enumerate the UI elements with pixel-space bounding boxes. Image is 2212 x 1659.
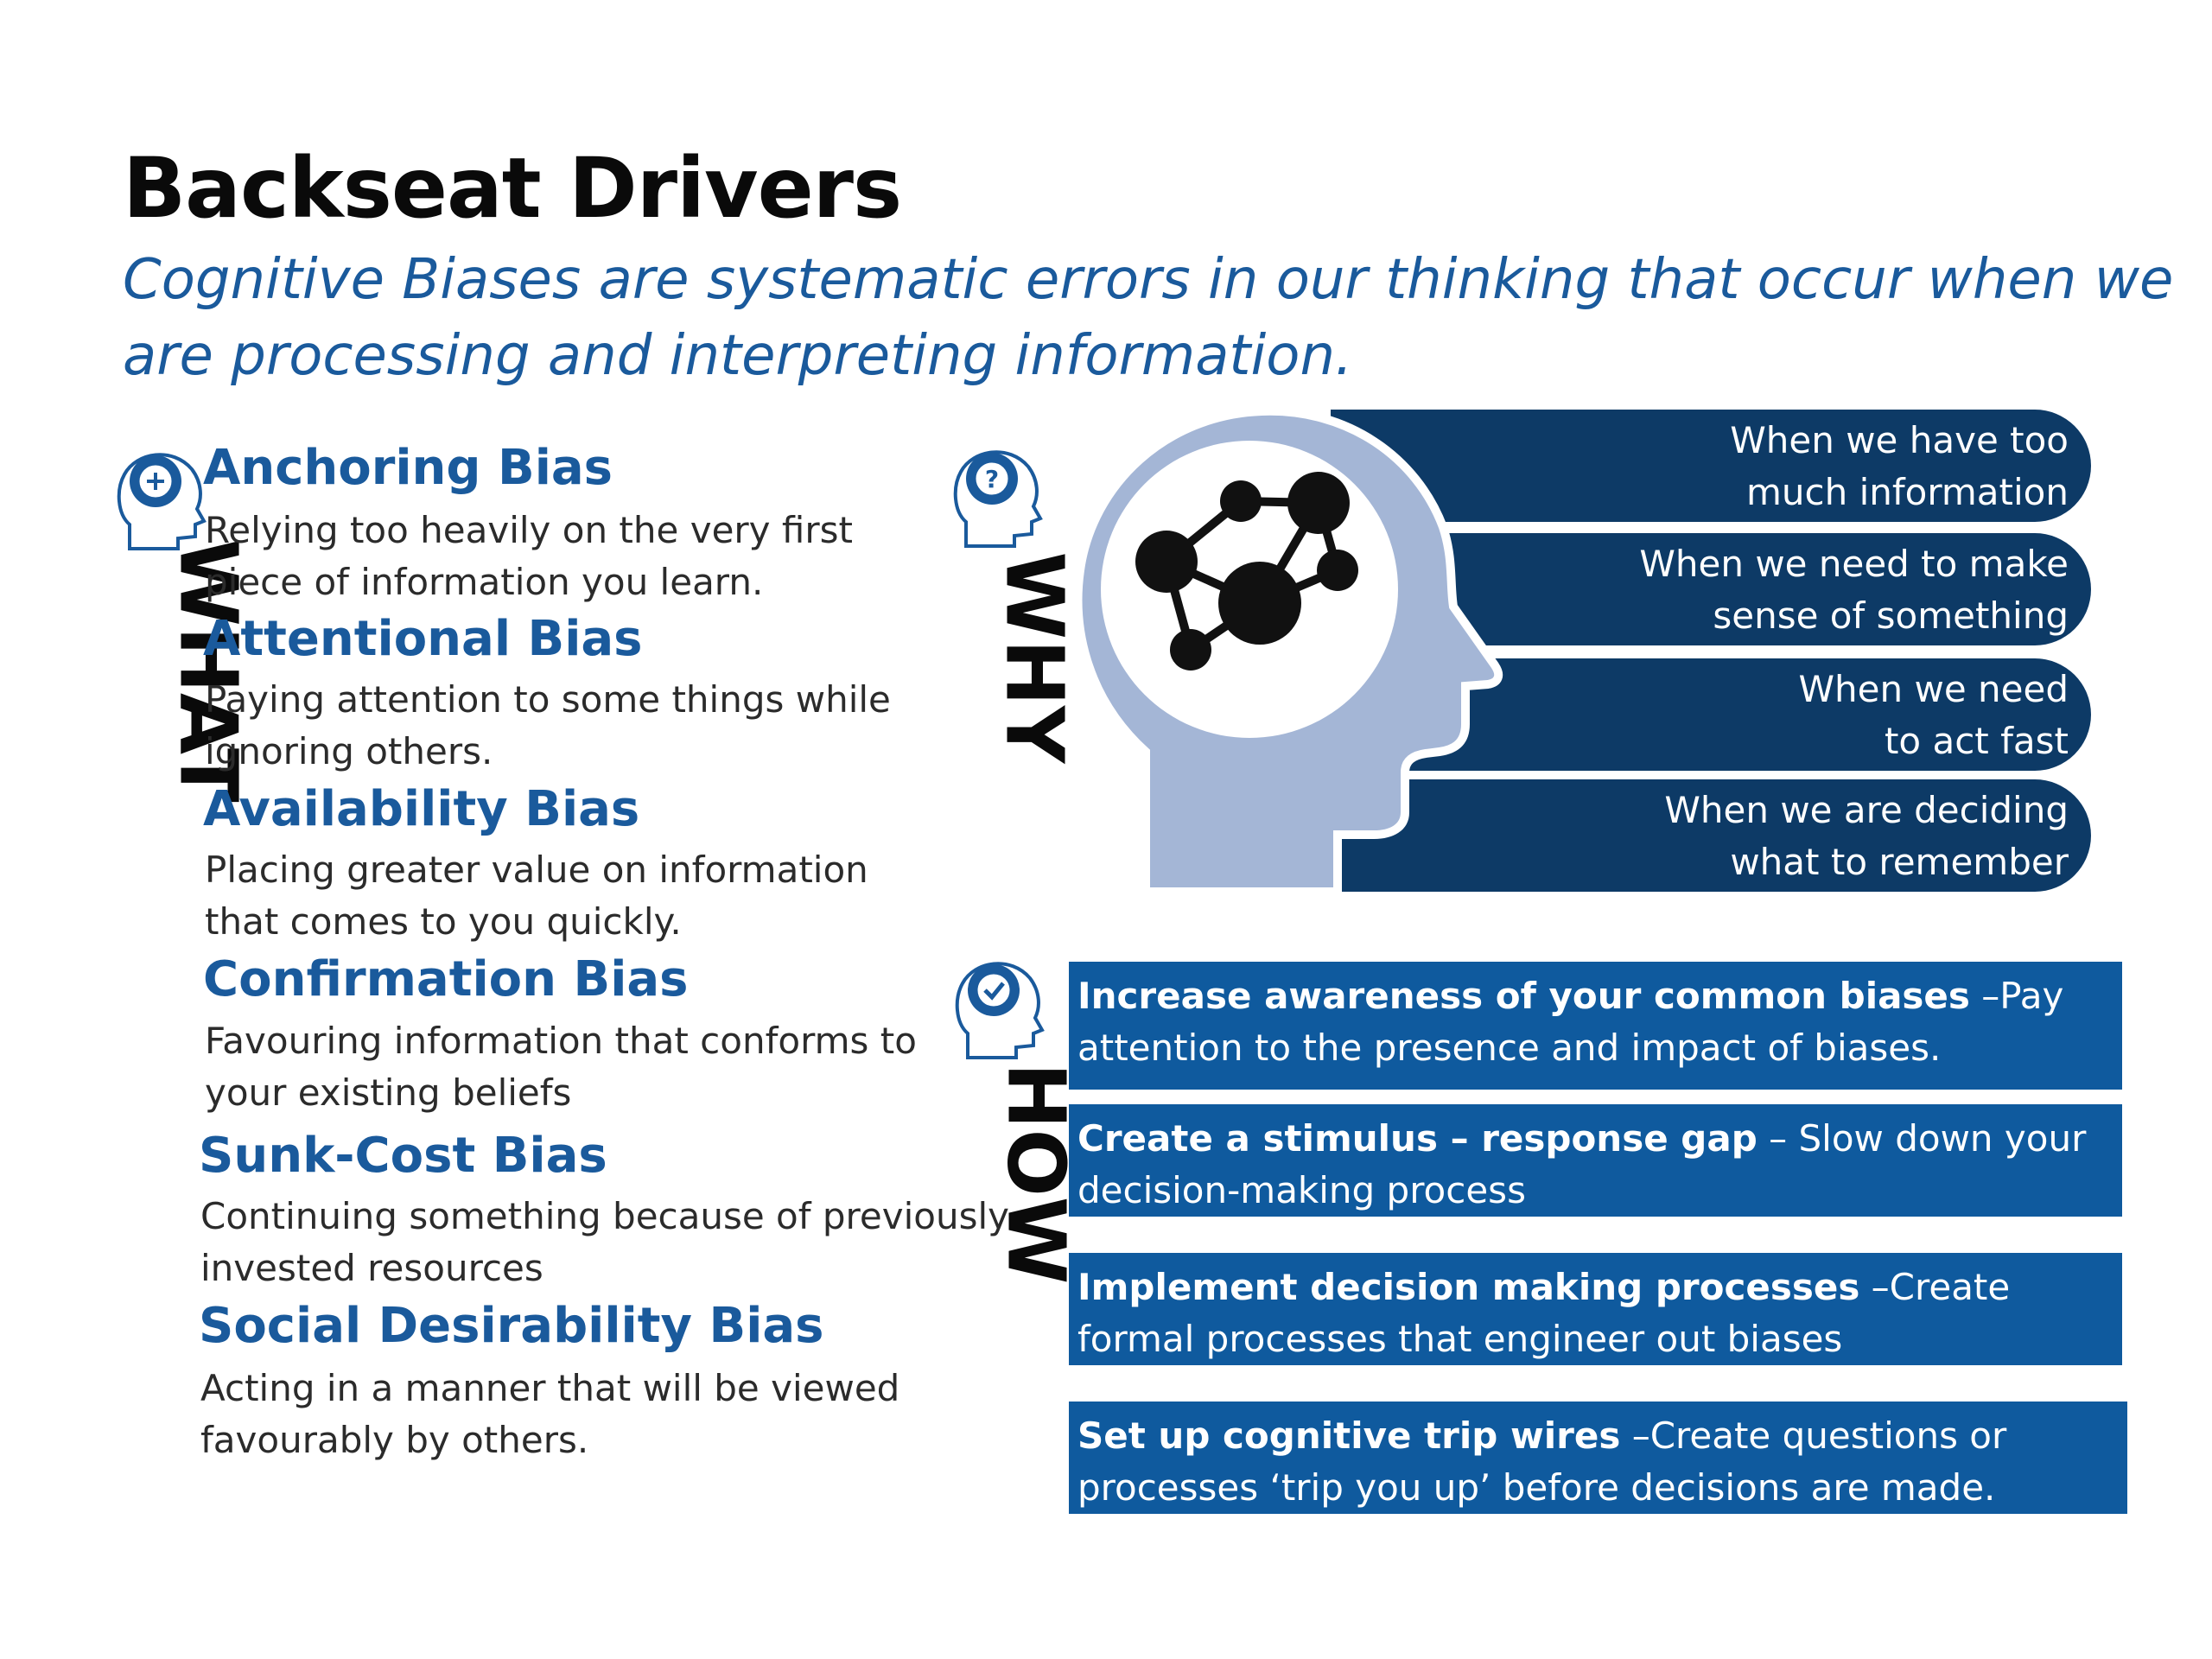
- bias-name-anchoring: Anchoring Bias: [203, 440, 613, 496]
- bias-desc-anchoring: Relying too heavily on the very first pi…: [205, 509, 853, 603]
- how-strategy-2: Create a stimulus – response gap – Slow …: [1069, 1104, 2122, 1217]
- why-reason-4: When we are deciding what to remember: [1331, 779, 2091, 892]
- how-label: HOW: [989, 1062, 1083, 1285]
- how-strategy-3-text: –Create formal processes that engineer o…: [1077, 1266, 2011, 1360]
- how-strategy-3: Implement decision making processes –Cre…: [1069, 1253, 2122, 1365]
- bias-desc-confirmation: Favouring information that conforms to y…: [205, 1020, 917, 1114]
- bias-name-social-desirability: Social Desirability Bias: [199, 1298, 824, 1354]
- bias-name-sunk-cost: Sunk-Cost Bias: [199, 1128, 607, 1184]
- bias-name-availability: Availability Bias: [203, 781, 640, 837]
- bias-desc-attentional: Paying attention to some things while ig…: [205, 678, 891, 772]
- page-subtitle: Cognitive Biases are systematic errors i…: [123, 248, 2174, 388]
- head-check-gear-icon: [955, 962, 1045, 1059]
- why-label: WHY: [988, 551, 1081, 764]
- bias-desc-social-desirability: Acting in a manner that will be viewed f…: [200, 1367, 900, 1461]
- how-strategy-4-title: Set up cognitive trip wires: [1077, 1414, 1621, 1457]
- head-silhouette: [1073, 406, 1503, 896]
- how-strategy-2-title: Create a stimulus – response gap: [1077, 1117, 1758, 1160]
- why-reason-1: When we have too much information: [1331, 410, 2091, 522]
- how-strategy-4: Set up cognitive trip wires –Create ques…: [1069, 1402, 2127, 1514]
- bias-desc-availability: Placing greater value on information tha…: [205, 849, 868, 943]
- why-reason-2-text: When we need to make sense of something: [1639, 543, 2069, 637]
- svg-text:?: ?: [985, 465, 999, 493]
- bias-name-attentional: Attentional Bias: [203, 611, 643, 667]
- how-strategy-1-text: –Pay attention to the presence and impac…: [1077, 975, 2064, 1069]
- why-reason-3-text: When we need to act fast: [1798, 668, 2069, 762]
- molecule-network-icon: [1135, 472, 1358, 671]
- how-strategy-4-text: –Create questions or processes ‘trip you…: [1077, 1414, 2007, 1509]
- why-reason-4-text: When we are deciding what to remember: [1664, 789, 2069, 883]
- how-strategy-2-text: – Slow down your decision-making process: [1077, 1117, 2087, 1211]
- bias-name-confirmation: Confirmation Bias: [203, 951, 689, 1007]
- how-strategy-1-title: Increase awareness of your common biases: [1077, 975, 1970, 1017]
- page-title: Backseat Drivers: [123, 140, 902, 237]
- why-reason-1-text: When we have too much information: [1730, 419, 2069, 513]
- how-strategy-3-title: Implement decision making processes: [1077, 1266, 1860, 1308]
- how-strategy-1: Increase awareness of your common biases…: [1069, 962, 2122, 1090]
- why-reason-2: When we need to make sense of something: [1365, 533, 2091, 645]
- head-plus-gear-icon: [117, 453, 207, 550]
- head-question-gear-icon: ?: [953, 450, 1043, 548]
- bias-desc-sunk-cost: Continuing something because of previous…: [200, 1195, 1009, 1289]
